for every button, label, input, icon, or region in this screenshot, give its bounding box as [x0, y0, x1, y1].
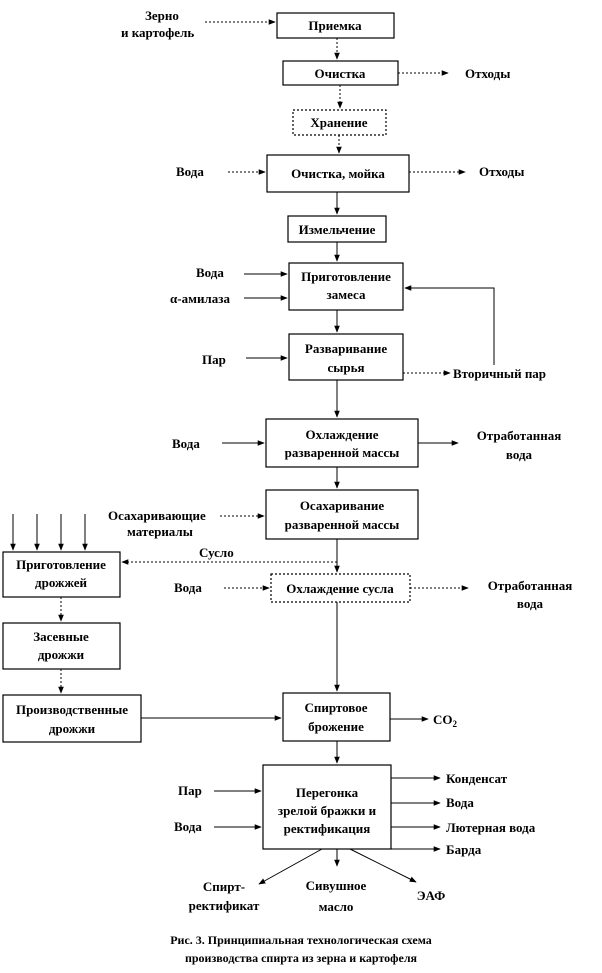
- step-label: Очистка, мойка: [291, 166, 385, 181]
- step-label: зрелой бражки и: [278, 803, 377, 818]
- step-label: замеса: [327, 287, 366, 302]
- co2-subscript: 2: [453, 719, 458, 729]
- step-label: Хранение: [310, 115, 367, 130]
- step-label: разваренной массы: [285, 445, 400, 460]
- step-box-zames: [288, 262, 404, 311]
- step-label: Приготовление: [16, 557, 106, 572]
- input-label: Зерно: [145, 8, 179, 23]
- step-label: дрожжей: [35, 575, 87, 590]
- step-label: Охлаждение сусла: [286, 581, 394, 596]
- output-label: Отходы: [479, 164, 524, 179]
- step-box-ochistka: [282, 60, 399, 86]
- input-label: Вода: [174, 819, 202, 834]
- step-box-izmelch: [287, 215, 387, 243]
- output-label: Конденсат: [446, 771, 508, 786]
- output-label: масло: [319, 899, 354, 914]
- step-label: дрожжи: [49, 721, 96, 736]
- output-label: Вторичный пар: [453, 366, 546, 381]
- input-label: Осахаривающие: [108, 508, 206, 523]
- step-label: Измельчение: [299, 222, 376, 237]
- output-arrow-spirt: [258, 848, 323, 885]
- input-label: Пар: [202, 352, 226, 367]
- step-box-proizv: [2, 694, 142, 743]
- co2-main: CO: [433, 712, 453, 727]
- figure-caption-line2: производства спирта из зерна и картофеля: [185, 951, 418, 965]
- step-box-ohlazhdenie: [265, 418, 419, 468]
- step-box-razvar: [288, 333, 404, 381]
- output-label: вода: [506, 447, 533, 462]
- step-label: Охлаждение: [306, 427, 379, 442]
- step-box-hranenie: [292, 109, 387, 136]
- step-box-priemka: [276, 12, 395, 39]
- step-label: Спиртовое: [304, 700, 367, 715]
- step-label: Осахаривание: [300, 498, 385, 513]
- output-label: вода: [517, 596, 544, 611]
- step-label: Перегонка: [296, 785, 359, 800]
- step-box-peregonka: [262, 764, 392, 850]
- input-label: α-амилаза: [170, 291, 230, 306]
- step-box-moika: [266, 154, 410, 193]
- input-label: Вода: [176, 164, 204, 179]
- step-box-zasev: [2, 622, 121, 670]
- output-label: Отработанная: [477, 428, 562, 443]
- step-label: разваренной массы: [285, 517, 400, 532]
- input-label: Вода: [172, 436, 200, 451]
- input-label: Вода: [174, 580, 202, 595]
- step-box-ohl-susla: [270, 573, 411, 603]
- step-box-brozhenie: [282, 692, 391, 742]
- step-label: Засевные: [33, 629, 89, 644]
- step-label: Приготовление: [301, 269, 391, 284]
- output-label: Лютерная вода: [446, 820, 536, 835]
- input-label: Вода: [196, 265, 224, 280]
- output-label: Спирт-: [203, 879, 245, 894]
- output-label: ЭАФ: [417, 888, 446, 903]
- step-label: сырья: [327, 360, 364, 375]
- step-label: Приемка: [308, 18, 362, 33]
- output-arrow-eaf: [349, 848, 417, 883]
- output-label: ректификат: [189, 898, 260, 913]
- step-label: ректификация: [284, 821, 371, 836]
- step-label: брожение: [308, 719, 364, 734]
- step-label: Очистка: [315, 66, 366, 81]
- feedback-arrow-vtor-par: [404, 285, 495, 365]
- step-label: дрожжи: [38, 647, 85, 662]
- step-label: Производственные: [16, 702, 128, 717]
- figure-caption-line1: Рис. 3. Принципиальная технологическая с…: [170, 933, 432, 947]
- output-label: Отработанная: [488, 578, 573, 593]
- output-label: Вода: [446, 795, 474, 810]
- output-label: Сусло: [199, 545, 234, 560]
- output-label: Барда: [446, 842, 482, 857]
- output-label: Сивушное: [306, 878, 367, 893]
- input-label: и картофель: [121, 25, 194, 40]
- input-label: Пар: [178, 783, 202, 798]
- step-label: Разваривание: [305, 341, 387, 356]
- input-label: материалы: [127, 524, 193, 539]
- step-box-osaharivanie: [265, 489, 419, 540]
- output-label: Отходы: [465, 66, 510, 81]
- output-label-co2: CO2: [433, 712, 458, 729]
